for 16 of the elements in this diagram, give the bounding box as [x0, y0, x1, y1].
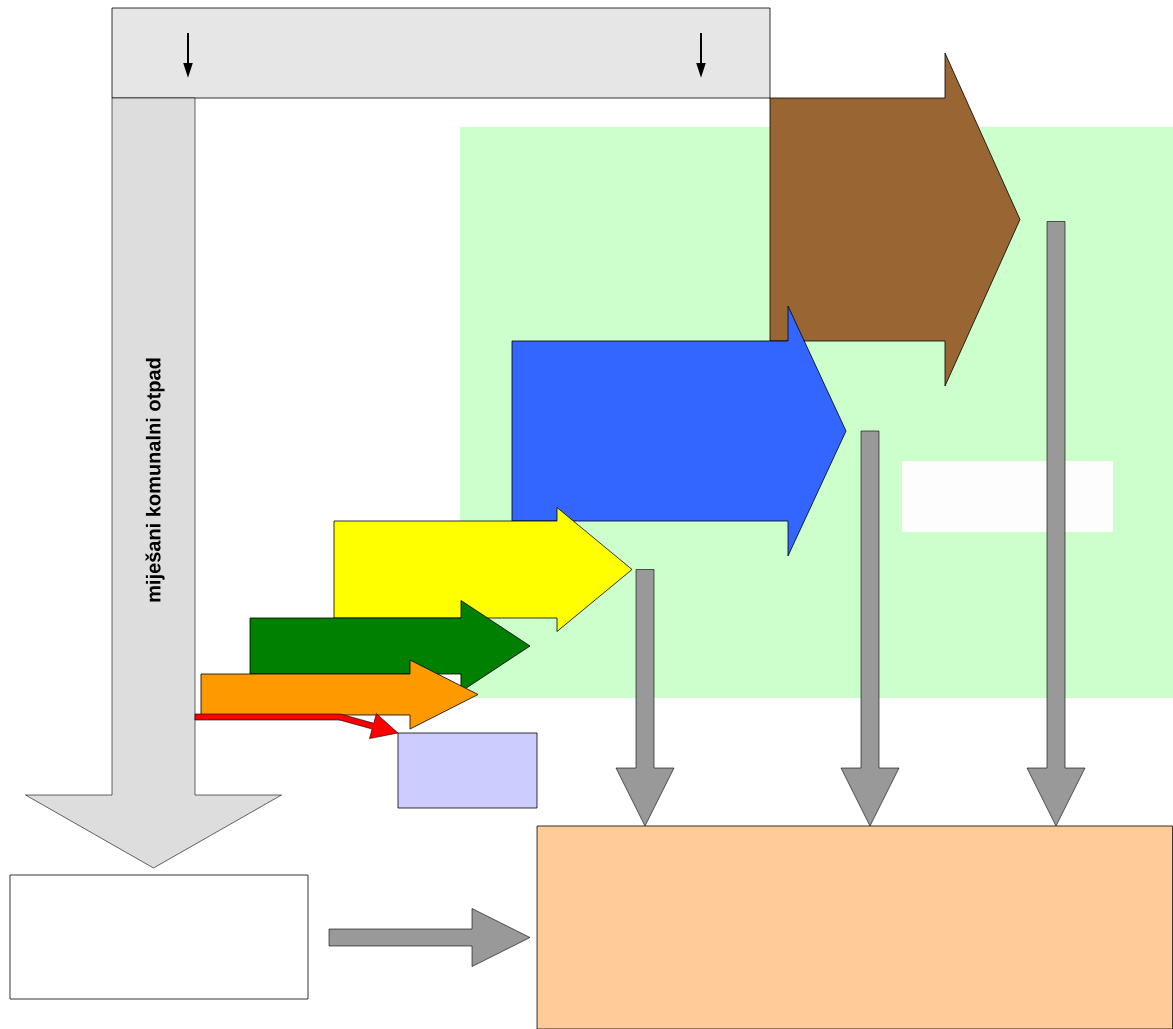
process-box [9, 874, 309, 1000]
block-arrow [1026, 221, 1086, 827]
edge-label: miješani komunalni otpad [144, 356, 166, 604]
block-arrow [328, 908, 531, 967]
flow-shape [200, 659, 479, 730]
flow-shape [333, 507, 633, 632]
blank-panel [902, 461, 1113, 532]
block-arrow [25, 97, 282, 869]
block-arrow [840, 430, 900, 827]
target-box [536, 825, 1173, 1029]
block-arrow [615, 569, 675, 827]
flow-shape [769, 52, 1021, 387]
flow-shape [511, 305, 847, 557]
process-box [397, 732, 538, 809]
block-arrow [194, 713, 399, 739]
header-band [111, 7, 771, 99]
